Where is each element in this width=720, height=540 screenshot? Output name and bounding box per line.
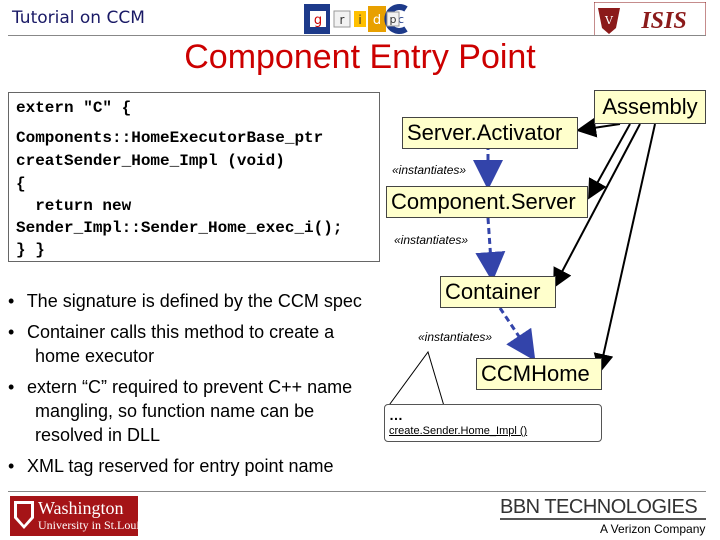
code-line: creatSender_Home_Impl (void)	[16, 152, 285, 170]
washington-shield-icon	[14, 501, 34, 529]
washington-logo: Washington University in St.Louis	[10, 496, 144, 536]
assembly-box: Assembly	[594, 90, 706, 124]
assembly-to-activator-arrow	[576, 117, 621, 138]
header-divider	[8, 35, 706, 36]
callout-ellipsis: …	[389, 407, 403, 423]
bullet-text: XML tag reserved for entry point name	[27, 456, 334, 476]
footer-divider	[8, 491, 706, 492]
code-line: {	[16, 175, 26, 193]
logo-letter-r: r	[340, 13, 345, 27]
bullet-item: • XML tag reserved for entry point name	[8, 456, 334, 476]
verizon-text: A Verizon Company	[600, 522, 706, 536]
bullet-item: • The signature is defined by the CCM sp…	[8, 291, 362, 311]
bullet-continuation: mangling, so function name can be	[35, 401, 315, 421]
container-box: Container	[440, 276, 556, 308]
bbn-logo-text: BBN TECHNOLOGIES	[500, 496, 698, 518]
bullet-text: The signature is defined by the CCM spec	[26, 291, 362, 311]
isis-logo: V ISIS	[594, 2, 706, 36]
washington-name: Washington	[38, 498, 124, 518]
code-line: return new	[16, 197, 132, 215]
server-activator-box: Server.Activator	[402, 117, 578, 149]
code-line: extern "C" {	[16, 99, 132, 117]
bullet-text: extern “C” required to prevent C++ name	[27, 377, 353, 397]
code-line: Sender_Impl::Sender_Home_exec_i();	[16, 219, 343, 237]
bullet-item: • Container calls this method to create …	[8, 322, 335, 342]
slide-title: Component Entry Point	[184, 38, 536, 76]
bbn-logo-rule	[500, 518, 706, 520]
server-instantiates-arrow	[475, 217, 506, 282]
assembly-to-container-arrow	[553, 123, 641, 289]
instantiates-label: «instantiates»	[418, 330, 493, 344]
assembly-to-server-arrow	[588, 123, 631, 200]
ccm-home-box: CCMHome	[476, 358, 602, 390]
assembly-to-home-arrow	[593, 123, 656, 374]
bullet-text: Container calls this method to create a	[27, 322, 335, 342]
logo-letter-p: p	[390, 13, 397, 26]
bullet-continuation: home executor	[35, 346, 155, 366]
svg-text:V: V	[604, 14, 614, 27]
logo-letter-i: i	[358, 13, 361, 27]
instantiates-label: «instantiates»	[394, 233, 469, 247]
create-call-callout: … create.Sender.Home_Impl ()	[384, 404, 602, 442]
code-line: } }	[16, 241, 45, 259]
callout-create-call: create.Sender.Home_Impl ()	[389, 425, 528, 437]
logo-letter-d: d	[373, 13, 381, 28]
washington-subtitle: University in St.Louis	[38, 518, 145, 532]
component-server-box: Component.Server	[386, 186, 588, 218]
isis-logo-text: ISIS	[640, 8, 686, 34]
logo-letter-g: g	[314, 13, 322, 28]
tutorial-header-text: Tutorial on CCM	[12, 8, 145, 28]
bullet-item: • extern “C” required to prevent C++ nam…	[8, 377, 353, 397]
callout-pointer	[386, 350, 445, 409]
grid-logo: g r i d c p	[304, 4, 408, 34]
code-line: Components::HomeExecutorBase_ptr	[16, 129, 324, 147]
code-box: extern "C" { Components::HomeExecutorBas…	[8, 92, 380, 262]
logo-letter-c: c	[398, 13, 404, 26]
instantiates-label: «instantiates»	[392, 163, 467, 177]
bullet-continuation: resolved in DLL	[35, 425, 161, 445]
container-instantiates-arrow	[498, 307, 536, 361]
